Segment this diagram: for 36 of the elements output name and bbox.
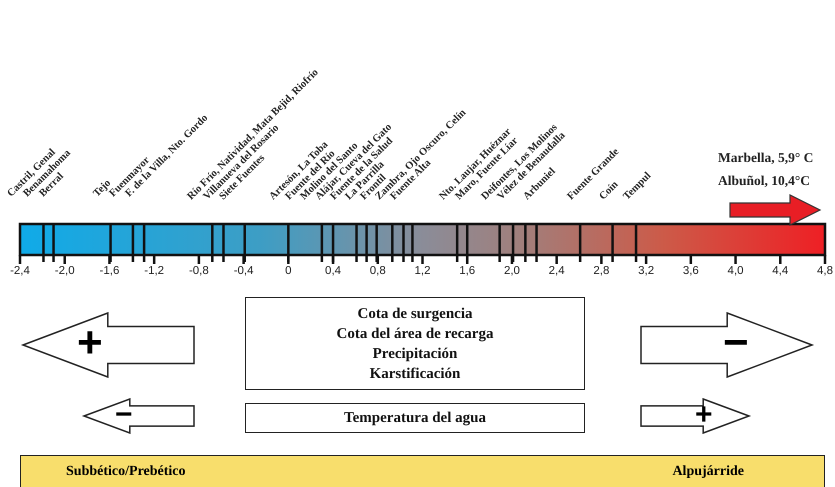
tick-label: 1,6 [459, 265, 476, 278]
factor-box [245, 297, 585, 390]
factor-text: Temperatura del agua [343, 409, 487, 428]
factor-text: Precipitación [372, 344, 458, 364]
sign-symbol: + [695, 400, 713, 430]
tick-label: 3,2 [638, 265, 654, 278]
tick-label: -0,4 [234, 265, 254, 278]
factor-text: Cota del área de recarga [336, 324, 494, 344]
tick-label: -2,0 [54, 265, 75, 278]
factor-box [245, 403, 585, 433]
temperature-note: Albuñol, 10,4°C [718, 173, 810, 189]
tick-label: 0,4 [325, 265, 342, 278]
tick-label: 2,4 [548, 265, 565, 278]
tick-label: 2,8 [593, 265, 610, 278]
zone-band [20, 455, 825, 487]
spring-name-label: Coín [598, 179, 622, 203]
sign-symbol: + [77, 321, 103, 365]
zone-label: Alpujárride [672, 464, 744, 480]
tick-label: 2,0 [504, 265, 520, 278]
sign-symbol: − [115, 400, 133, 430]
zone-label: Subbético/Prebético [66, 464, 186, 480]
tick-label: 4,8 [817, 265, 833, 278]
factor-text: Karstificación [368, 364, 462, 384]
temperature-note: Marbella, 5,9° C [718, 150, 814, 166]
tick-label: -2,4 [10, 265, 30, 278]
tick-label: 1,2 [414, 265, 430, 278]
factor-text: Cota de surgencia [356, 304, 474, 324]
tick-label: 3,6 [682, 265, 699, 278]
sign-symbol: − [723, 321, 749, 365]
tick-label: -1,6 [100, 265, 120, 278]
tick-label: 4,0 [728, 265, 744, 278]
tick-label: 0,8 [370, 265, 386, 278]
tick-label: 4,4 [772, 265, 788, 278]
tick-label: -1,2 [144, 265, 164, 278]
tick-label: -0,8 [188, 265, 209, 278]
tick-label: 0 [285, 265, 292, 278]
